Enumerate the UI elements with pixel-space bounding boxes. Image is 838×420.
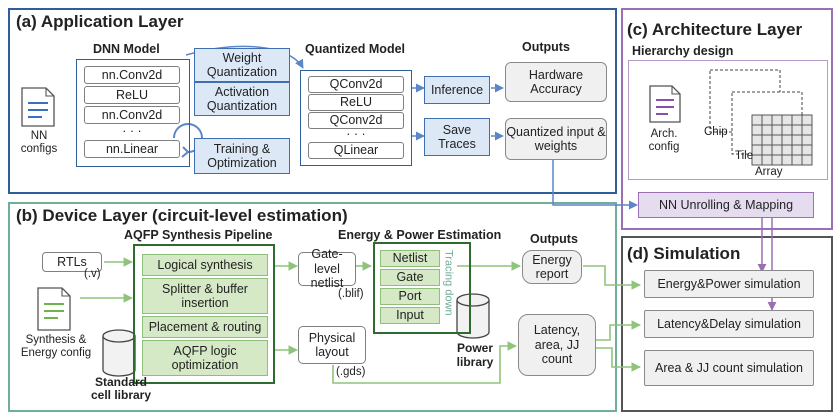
- physical-layout-box: Physical layout: [298, 326, 366, 364]
- tracing-item: Input: [380, 307, 440, 324]
- hierarchy-design-box: [628, 60, 828, 180]
- q-layer: ReLU: [308, 94, 404, 111]
- tracing-box: [373, 242, 471, 334]
- architecture-layer-title: (c) Architecture Layer: [627, 20, 803, 39]
- dnn-layer: ReLU: [84, 86, 180, 104]
- chip-label: Chip: [704, 126, 728, 138]
- pipeline-title: AQFP Synthesis Pipeline: [124, 228, 273, 242]
- blif-label: (.blif): [338, 288, 364, 300]
- area-jj-sim-box: Area & JJ count simulation: [644, 350, 814, 386]
- arch-config-label: Arch. config: [648, 128, 680, 154]
- quantized-model-box: [300, 70, 412, 166]
- quantio-to-unrolling-arrow: [552, 160, 638, 210]
- latency-to-area-arrow: [595, 347, 641, 372]
- array-grid: [751, 114, 813, 166]
- standard-cell-label: Standard cell library: [90, 375, 152, 403]
- q-layer: QConv2d: [308, 76, 404, 93]
- energy-estimation-title: Energy & Power Estimation: [338, 228, 502, 242]
- app-outputs-title: Outputs: [522, 40, 570, 54]
- power-library-cylinder-icon: [456, 293, 490, 339]
- inference-box: Inference: [424, 76, 490, 104]
- latency-to-sim-arrow: [595, 320, 641, 341]
- tile-label: Tile: [735, 150, 754, 162]
- device-layer-panel: [8, 202, 617, 412]
- rtls-ext-label: (.v): [84, 268, 101, 280]
- simulation-panel: [621, 236, 833, 412]
- save-traces-box: Save Traces: [424, 118, 490, 156]
- latency-area-jj-box: Latency, area, JJ count: [518, 314, 596, 376]
- dnn-layer: nn.Linear: [84, 140, 180, 158]
- rtls-box: RTLs: [42, 252, 102, 272]
- latency-delay-sim-box: Latency&Delay simulation: [644, 310, 814, 338]
- quantized-io-box: Quantized input & weights: [505, 118, 607, 160]
- pipeline-step: Placement & routing: [142, 316, 268, 338]
- application-layer-title: (a) Application Layer: [16, 12, 184, 31]
- dnn-model-box: [76, 59, 190, 167]
- q-layer: QConv2d: [308, 112, 404, 129]
- q-layer-ellipsis: · · ·: [346, 126, 366, 141]
- architecture-layer-panel: [621, 8, 833, 230]
- synthesis-config-doc-icon: [37, 287, 71, 331]
- dnn-layer: nn.Conv2d: [84, 66, 180, 84]
- tracing-item: Port: [380, 288, 440, 305]
- tracing-down-label: Tracing down: [442, 250, 455, 316]
- tracing-item: Netlist: [380, 250, 440, 267]
- synthesis-config-label: Synthesis & Energy config: [20, 334, 92, 360]
- hierarchy-design-title: Hierarchy design: [632, 44, 734, 58]
- energy-report-box: Energy report: [522, 250, 582, 284]
- nn-configs-label: NN configs: [20, 130, 58, 156]
- tracing-item: Gate: [380, 269, 440, 286]
- pipeline-box: [133, 244, 275, 384]
- quantized-model-title: Quantized Model: [305, 42, 405, 56]
- device-arrows: [80, 257, 641, 384]
- layout-to-latency-arrow: [332, 341, 517, 384]
- application-layer-panel: [8, 8, 617, 194]
- device-layer-title: (b) Device Layer (circuit-level estimati…: [16, 206, 348, 225]
- energy-power-sim-box: Energy&Power simulation: [644, 270, 814, 298]
- dnn-layer-ellipsis: · · ·: [122, 123, 142, 138]
- training-optimization-box: Training & Optimization: [194, 138, 290, 174]
- arch-config-doc-icon: [649, 85, 681, 123]
- weight-quantization-box: Weight Quantization: [194, 48, 290, 82]
- gate-level-netlist-box: Gate-level netlist: [298, 247, 356, 290]
- array-label: Array: [755, 166, 783, 178]
- standard-cell-cylinder-icon: [102, 329, 136, 377]
- energy-report-to-sim-arrow: [583, 265, 641, 290]
- power-library-label: Power library: [456, 341, 494, 369]
- hardware-accuracy-box: Hardware Accuracy: [505, 62, 607, 102]
- dnn-layer: nn.Conv2d: [84, 106, 180, 124]
- pipeline-step: Splitter & buffer insertion: [142, 278, 268, 314]
- q-layer: QLinear: [308, 142, 404, 159]
- nn-unrolling-mapping-box: NN Unrolling & Mapping: [638, 192, 814, 218]
- pipeline-step: Logical synthesis: [142, 254, 268, 276]
- activation-quantization-box: Activation Quantization: [194, 82, 290, 116]
- device-outputs-title: Outputs: [530, 232, 578, 246]
- simulation-title: (d) Simulation: [627, 244, 741, 263]
- nn-configs-doc-icon: [21, 87, 55, 127]
- gds-label: (.gds): [336, 366, 366, 378]
- pipeline-step: AQFP logic optimization: [142, 340, 268, 376]
- dnn-model-title: DNN Model: [93, 42, 160, 56]
